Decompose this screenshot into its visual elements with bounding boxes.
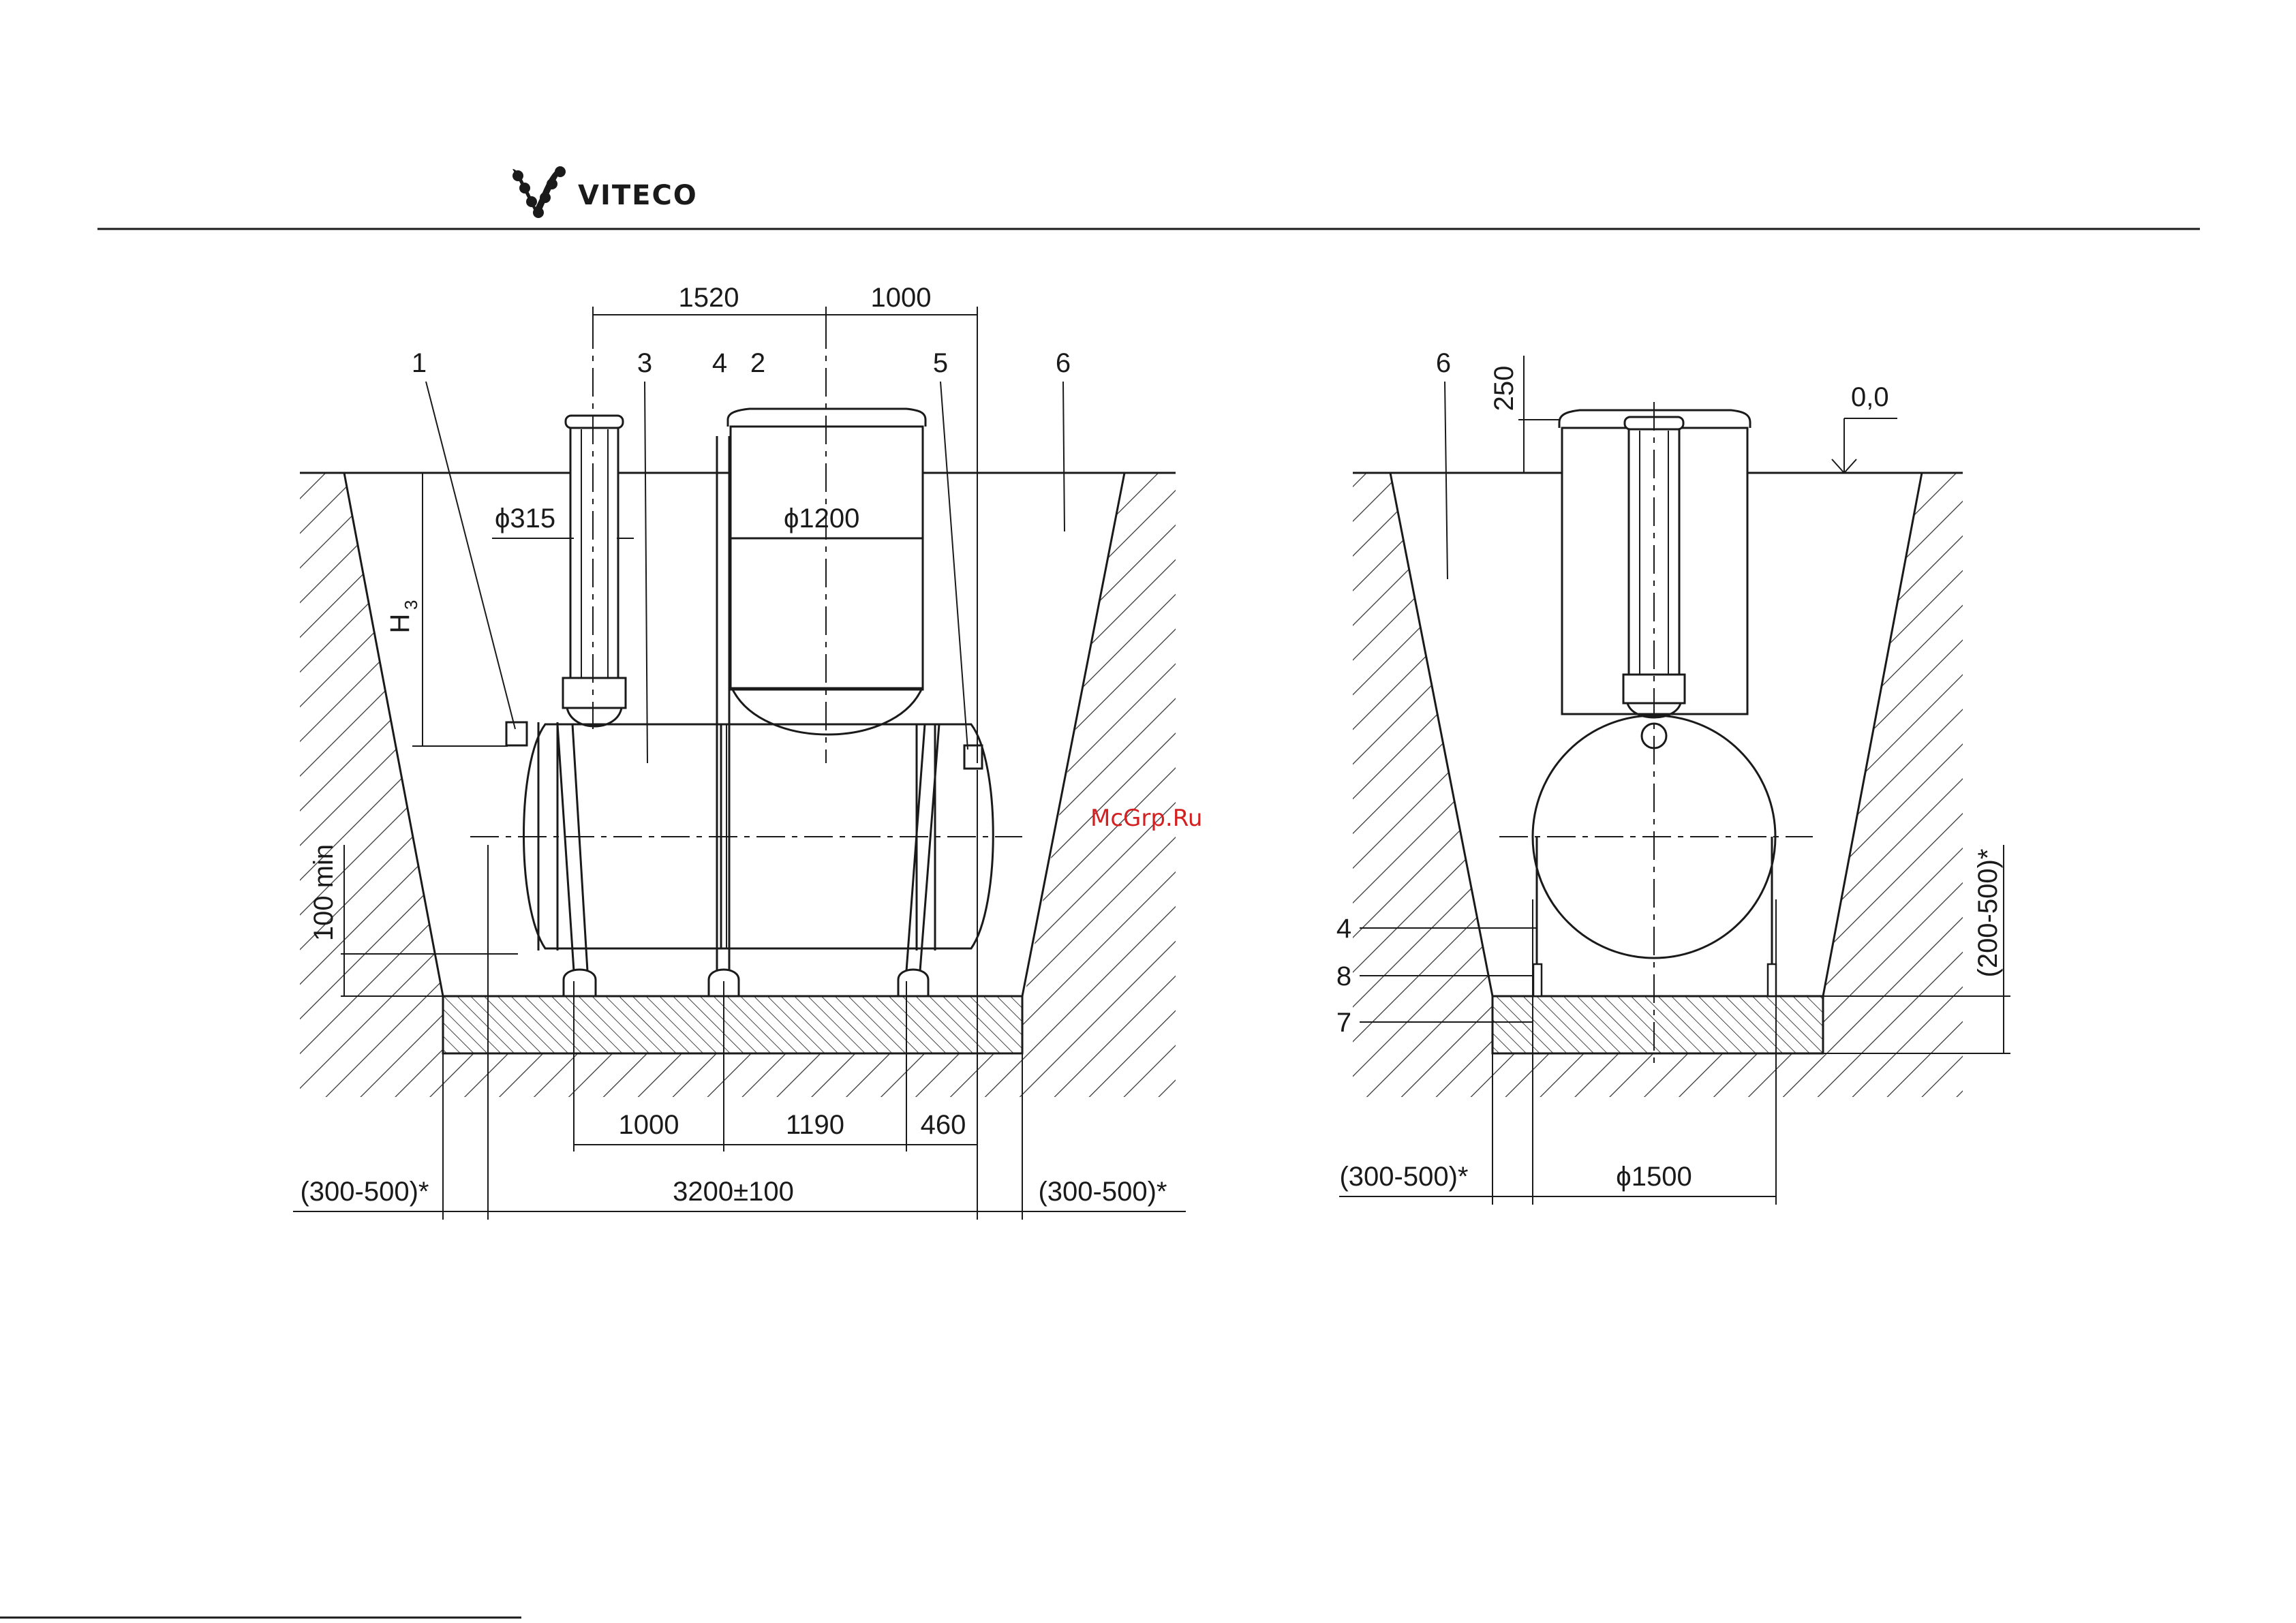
dim-1520: 1520	[679, 283, 739, 313]
end-callout-4: 4	[1336, 914, 1351, 944]
callout-3: 3	[637, 348, 652, 378]
dim-h3-sub: 3	[401, 600, 421, 610]
callout-6: 6	[1056, 348, 1071, 378]
dim-3200: 3200±100	[673, 1177, 794, 1207]
dim-phi315: ϕ315	[495, 504, 555, 534]
brand-name: VITECO	[578, 180, 698, 211]
dim-100-min: 100 min	[309, 844, 339, 941]
end-callout-6: 6	[1436, 348, 1451, 378]
dim-1190: 1190	[786, 1110, 844, 1140]
logo: VITECO	[512, 166, 698, 218]
dim-bottom-1000: 1000	[619, 1110, 679, 1140]
dim-200-500: (200-500)*	[1973, 848, 2003, 977]
callout-4: 4	[712, 348, 727, 378]
callout-1: 1	[412, 348, 427, 378]
viteco-logo-icon	[512, 166, 566, 218]
concrete-slab	[443, 996, 1022, 1053]
dim-460: 460	[921, 1110, 966, 1140]
dim-phi1500: ϕ1500	[1616, 1162, 1692, 1192]
callout-2: 2	[750, 348, 765, 378]
end-view: 250 0,0 (200-500)* (300-500)* ϕ1500 6 4 …	[1336, 348, 2010, 1205]
end-callout-8: 8	[1336, 961, 1351, 991]
dim-phi1200: ϕ1200	[784, 504, 859, 534]
inlet-pipe	[570, 427, 618, 680]
outlet-nozzle	[964, 745, 982, 769]
dim-right-gap: (300-500)*	[1038, 1177, 1167, 1207]
side-view: 1520 1000 ϕ315 ϕ1200 H 3 100 min 1000 11…	[293, 283, 1186, 1220]
inlet-nozzle	[506, 722, 527, 745]
end-callout-7: 7	[1336, 1008, 1351, 1038]
callout-5: 5	[933, 348, 948, 378]
level-zero: 0,0	[1851, 382, 1889, 412]
dim-left-gap: (300-500)*	[300, 1177, 429, 1207]
end-concrete-slab	[1493, 996, 1823, 1053]
dim-h3: H	[385, 614, 415, 634]
dim-top-1000: 1000	[871, 283, 932, 313]
ground-hatch-bottom	[443, 1053, 1022, 1097]
dim-250: 250	[1489, 366, 1519, 412]
end-dim-left-gap: (300-500)*	[1339, 1162, 1468, 1192]
watermark: McGrp.Ru	[1090, 805, 1202, 832]
